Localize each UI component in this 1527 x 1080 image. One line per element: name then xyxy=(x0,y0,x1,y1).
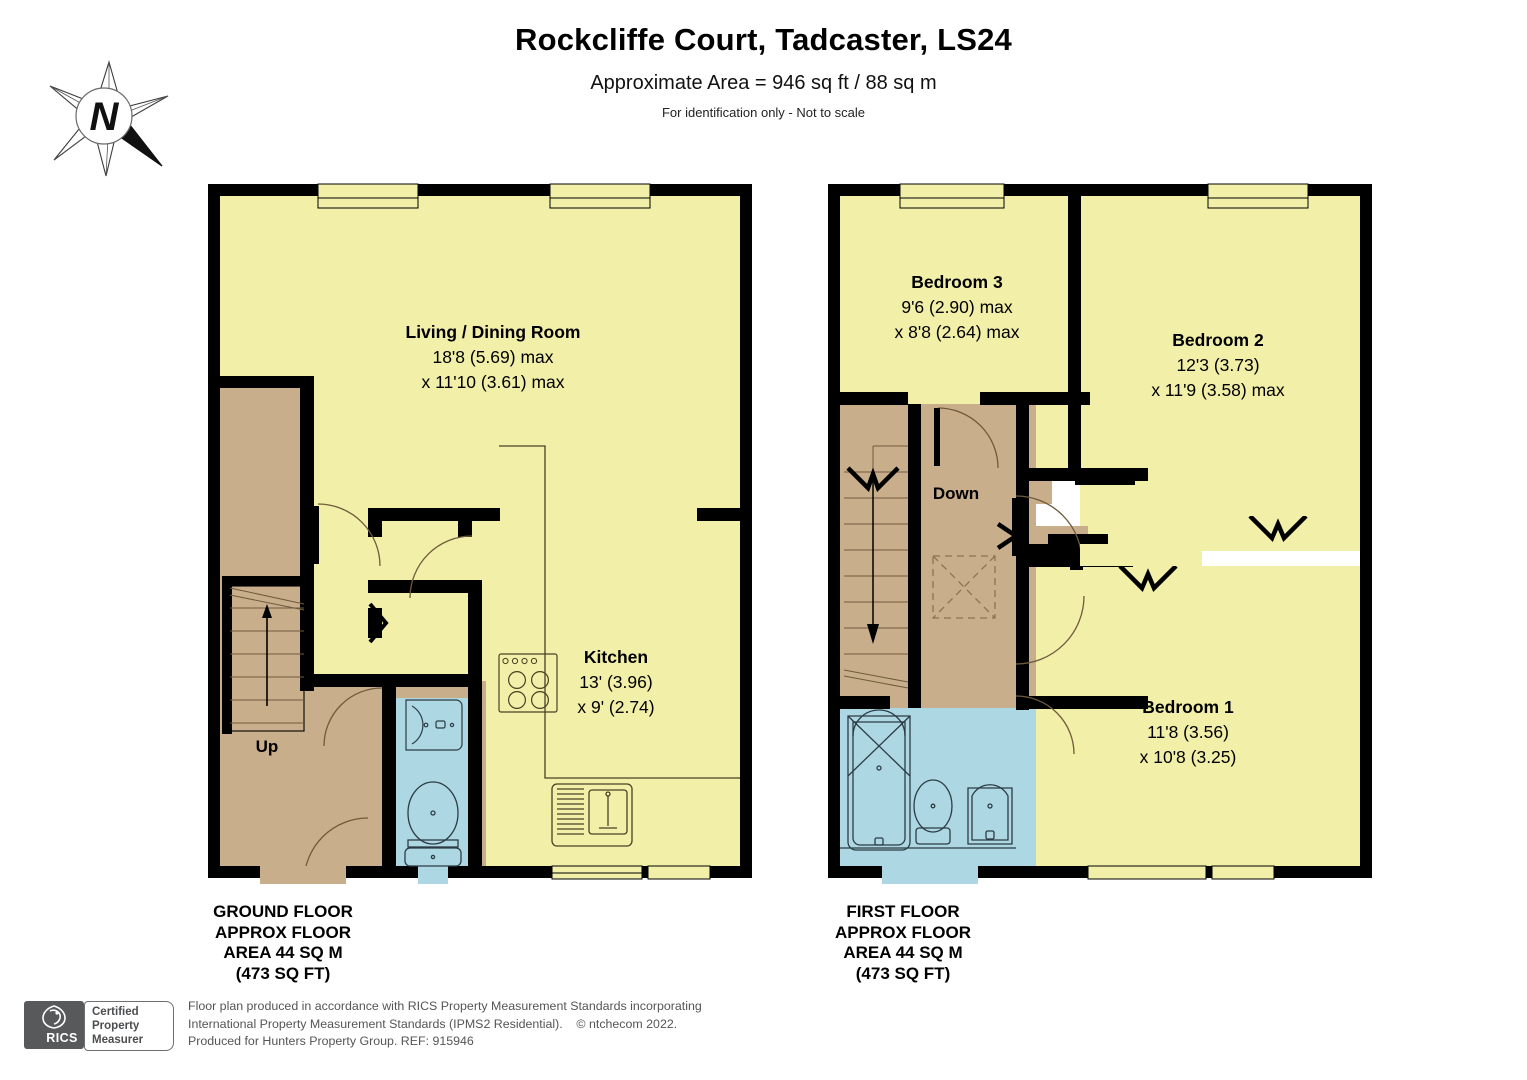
svg-text:18'8 (5.69) max: 18'8 (5.69) max xyxy=(432,347,553,367)
svg-text:x 11'9 (3.58) max: x 11'9 (3.58) max xyxy=(1151,380,1285,400)
badge-line: Certified xyxy=(92,1006,139,1018)
room-label-bedroom-1: Bedroom 1 11'8 (3.56) x 10'8 (3.25) xyxy=(1140,697,1237,767)
compass-north-label: N xyxy=(90,95,120,139)
room-label-living-dining: Living / Dining Room 18'8 (5.69) max x 1… xyxy=(406,322,581,392)
caption-line: (473 SQ FT) xyxy=(855,963,951,983)
caption-line: (473 SQ FT) xyxy=(235,963,331,983)
certified-property-measurer-badge: Certified Property Measurer xyxy=(84,1001,174,1051)
svg-text:13' (3.96): 13' (3.96) xyxy=(579,672,652,692)
approximate-area: Approximate Area = 946 sq ft / 88 sq m xyxy=(590,72,937,94)
svg-text:9'6 (2.90) max: 9'6 (2.90) max xyxy=(901,297,1013,317)
room-label-bedroom-3: Bedroom 3 9'6 (2.90) max x 8'8 (2.64) ma… xyxy=(895,272,1020,342)
svg-text:Living / Dining Room: Living / Dining Room xyxy=(406,322,581,342)
wc-basin-icon xyxy=(405,699,463,751)
footer: RICS Certified Property Measurer Floor p… xyxy=(0,995,1527,1065)
footer-line: International Property Measurement Stand… xyxy=(188,1016,678,1031)
caption-line: APPROX FLOOR xyxy=(214,922,351,942)
first-floor-caption: FIRST FLOOR APPROX FLOOR AREA 44 SQ M (4… xyxy=(753,902,1053,984)
caption-line: FIRST FLOOR xyxy=(846,902,960,921)
caption-line: AREA 44 SQ M xyxy=(223,943,343,962)
window xyxy=(551,865,711,880)
rics-wordmark: RICS xyxy=(46,1031,78,1045)
ground-floor-caption: GROUND FLOOR APPROX FLOOR AREA 44 SQ M (… xyxy=(133,902,433,984)
disclaimer-note: For identification only - Not to scale xyxy=(661,105,866,120)
badge-line: Measurer xyxy=(92,1034,144,1047)
sink-icon xyxy=(551,783,633,847)
staircase-icon xyxy=(222,576,305,734)
wc-toilet-icon xyxy=(404,781,462,867)
room-label-kitchen: Kitchen 13' (3.96) x 9' (2.74) xyxy=(577,647,654,717)
footer-line: Produced for Hunters Property Group. REF… xyxy=(188,1034,474,1048)
rics-logo: RICS xyxy=(24,1001,84,1049)
badge-line: Property xyxy=(92,1020,140,1033)
page-title: Rockcliffe Court, Tadcaster, LS24 xyxy=(514,22,1012,57)
svg-text:12'3 (3.73): 12'3 (3.73) xyxy=(1176,355,1259,375)
caption-line: APPROX FLOOR xyxy=(834,922,971,942)
stairs-up-label: Up xyxy=(256,737,279,756)
room-label-bedroom-2: Bedroom 2 12'3 (3.73) x 11'9 (3.58) max xyxy=(1151,330,1285,400)
caption-line: AREA 44 SQ M xyxy=(843,943,963,962)
svg-text:Bedroom 3: Bedroom 3 xyxy=(911,272,1003,292)
svg-text:Bedroom 1: Bedroom 1 xyxy=(1142,697,1234,717)
svg-text:x 11'10 (3.61) max: x 11'10 (3.61) max xyxy=(421,372,564,392)
footer-line: Floor plan produced in accordance with R… xyxy=(188,999,702,1013)
svg-text:x 9' (2.74): x 9' (2.74) xyxy=(577,697,654,717)
ground-floor-plan: Up xyxy=(200,176,760,886)
stairs-down-label: Down xyxy=(933,484,979,503)
bath-icon xyxy=(847,709,911,851)
svg-text:x 10'8 (3.25): x 10'8 (3.25) xyxy=(1140,747,1237,767)
window xyxy=(899,183,1309,880)
compass-rose-icon: N xyxy=(44,56,174,182)
loft-hatch-icon xyxy=(932,555,996,619)
window xyxy=(317,183,651,209)
basin-icon xyxy=(967,784,1013,845)
svg-text:Bedroom 2: Bedroom 2 xyxy=(1172,330,1264,350)
first-floor-plan: Down xyxy=(820,176,1380,886)
toilet-icon xyxy=(913,779,953,845)
svg-text:Kitchen: Kitchen xyxy=(584,647,648,667)
svg-text:11'8 (3.56): 11'8 (3.56) xyxy=(1147,722,1229,742)
caption-line: GROUND FLOOR xyxy=(213,902,353,921)
footer-disclaimer: Floor plan produced in accordance with R… xyxy=(188,998,948,1051)
svg-text:x 8'8 (2.64) max: x 8'8 (2.64) max xyxy=(895,322,1020,342)
